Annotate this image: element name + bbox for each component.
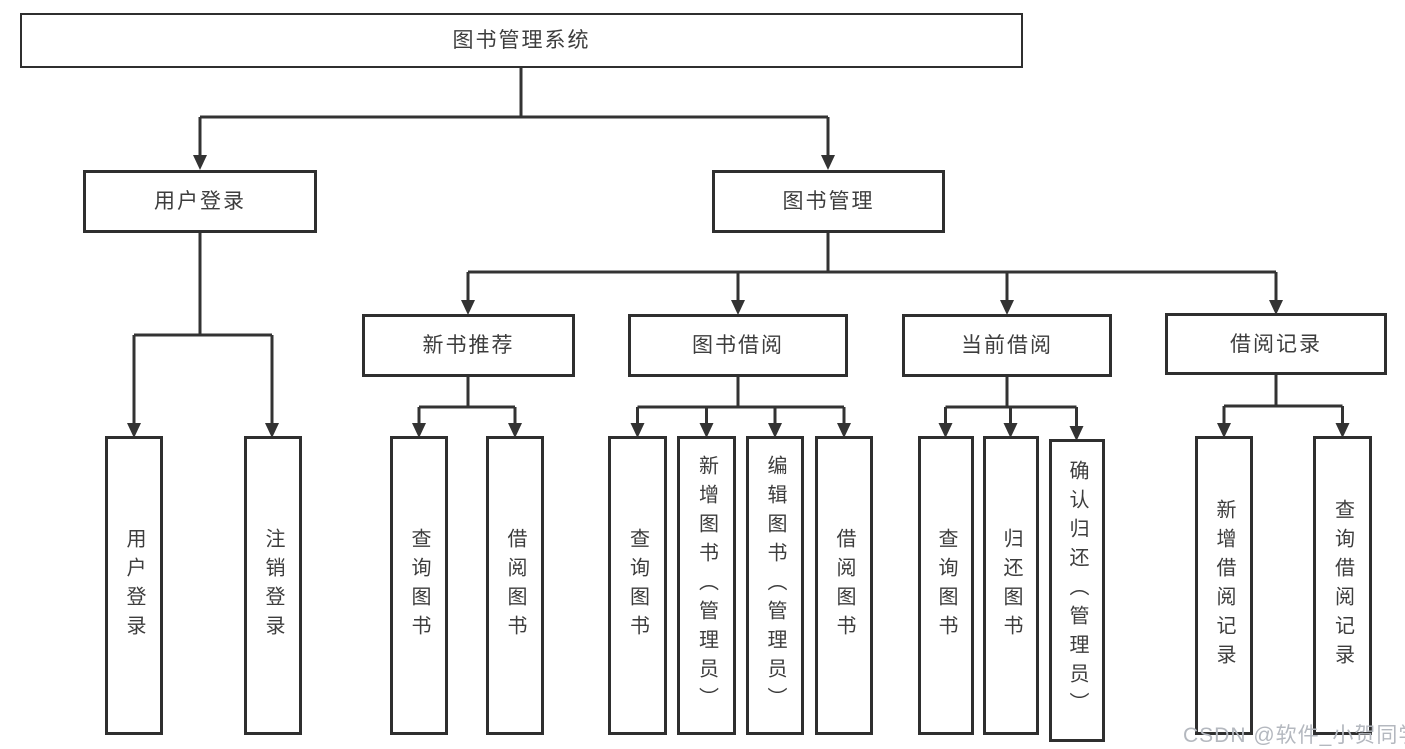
node-current-borrow: 当前借阅 <box>902 314 1112 377</box>
node-rec-borrow-book-label: 借阅图书 <box>504 527 526 644</box>
node-bb-borrow-book: 借阅图书 <box>815 436 873 735</box>
node-library-management-system-label: 图书管理系统 <box>452 29 591 52</box>
node-cb-return-book: 归还图书 <box>983 436 1039 735</box>
node-current-borrow-label: 当前借阅 <box>961 334 1053 357</box>
node-bb-edit-book-admin: 编辑图书（管理员） <box>746 436 804 735</box>
node-user-login-group: 用户登录 <box>83 170 317 233</box>
node-br-query-record: 查询借阅记录 <box>1313 436 1372 735</box>
node-bb-query-book: 查询图书 <box>608 436 667 735</box>
node-book-borrow: 图书借阅 <box>628 314 848 377</box>
node-user-login-label: 用户登录 <box>123 527 145 644</box>
node-br-query-record-label: 查询借阅记录 <box>1331 498 1354 673</box>
node-user-login-group-label: 用户登录 <box>154 190 246 213</box>
node-book-management: 图书管理 <box>712 170 945 233</box>
node-borrow-record-label: 借阅记录 <box>1230 332 1322 356</box>
node-bb-add-book-admin-label: 新增图书（管理员） <box>695 455 718 716</box>
node-cb-return-book-label: 归还图书 <box>1000 527 1022 644</box>
node-logout-label: 注销登录 <box>262 527 284 644</box>
node-logout: 注销登录 <box>244 436 302 735</box>
node-library-management-system: 图书管理系统 <box>20 13 1023 68</box>
node-cb-query-book-label: 查询图书 <box>935 527 957 644</box>
node-rec-query-book-label: 查询图书 <box>408 527 430 644</box>
watermark-text: CSDN @软件_小贺同学 <box>1183 724 1405 747</box>
node-bb-edit-book-admin-label: 编辑图书（管理员） <box>764 455 786 716</box>
node-br-add-record: 新增借阅记录 <box>1195 436 1253 735</box>
node-borrow-record: 借阅记录 <box>1165 313 1387 375</box>
node-rec-query-book: 查询图书 <box>390 436 448 735</box>
node-book-management-label: 图书管理 <box>782 190 875 213</box>
node-new-book-recommend: 新书推荐 <box>362 314 575 377</box>
node-bb-add-book-admin: 新增图书（管理员） <box>677 436 736 735</box>
node-rec-borrow-book: 借阅图书 <box>486 436 544 735</box>
node-bb-borrow-book-label: 借阅图书 <box>833 527 855 644</box>
node-book-borrow-label: 图书借阅 <box>692 334 784 357</box>
node-user-login: 用户登录 <box>105 436 163 735</box>
node-cb-confirm-return-admin-label: 确认归还（管理员） <box>1066 460 1088 721</box>
node-new-book-recommend-label: 新书推荐 <box>422 334 515 357</box>
node-cb-confirm-return-admin: 确认归还（管理员） <box>1049 439 1105 742</box>
node-bb-query-book-label: 查询图书 <box>626 527 649 644</box>
node-cb-query-book: 查询图书 <box>918 436 974 735</box>
node-br-add-record-label: 新增借阅记录 <box>1213 498 1235 673</box>
